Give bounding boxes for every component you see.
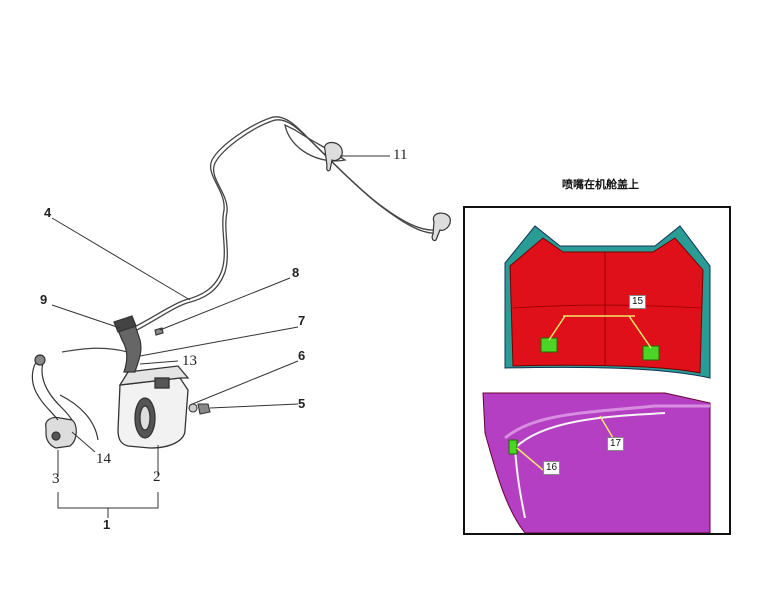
callout-7: 7 [298,313,306,328]
inset-title: 喷嘴在机舱盖上 [562,178,639,191]
washer-hose [61,116,439,353]
callout-14: 14 [96,451,111,467]
washer-reservoir [117,365,190,449]
nozzle-green-right [642,345,660,361]
callout-9: 9 [40,292,48,307]
inset-frame: 15 16 17 [463,206,731,535]
tag-16: 16 [543,461,561,475]
tag-17: 17 [607,437,625,451]
leader-15 [548,315,652,349]
leader-17 [599,415,614,439]
callout-2: 2 [153,469,161,485]
nozzle-upper [324,141,343,172]
callout-3: 3 [52,471,60,487]
callout-11: 11 [393,147,408,163]
callout-6: 6 [298,348,306,363]
nozzle-lower [431,212,451,242]
leader-lines [51,155,390,518]
tag-15: 15 [629,295,647,309]
hood-interior [482,392,711,534]
callout-5: 5 [298,396,306,411]
callout-1: 1 [103,517,111,532]
inset-hood-illustration [482,225,711,534]
leader-16 [516,447,544,471]
nozzle-green-left [540,337,558,353]
callout-4: 4 [44,205,52,220]
callout-13: 13 [182,353,197,369]
callout-8: 8 [292,265,300,280]
washer-pump [31,354,99,449]
hood-exterior [504,225,711,379]
filler-neck [113,315,142,373]
